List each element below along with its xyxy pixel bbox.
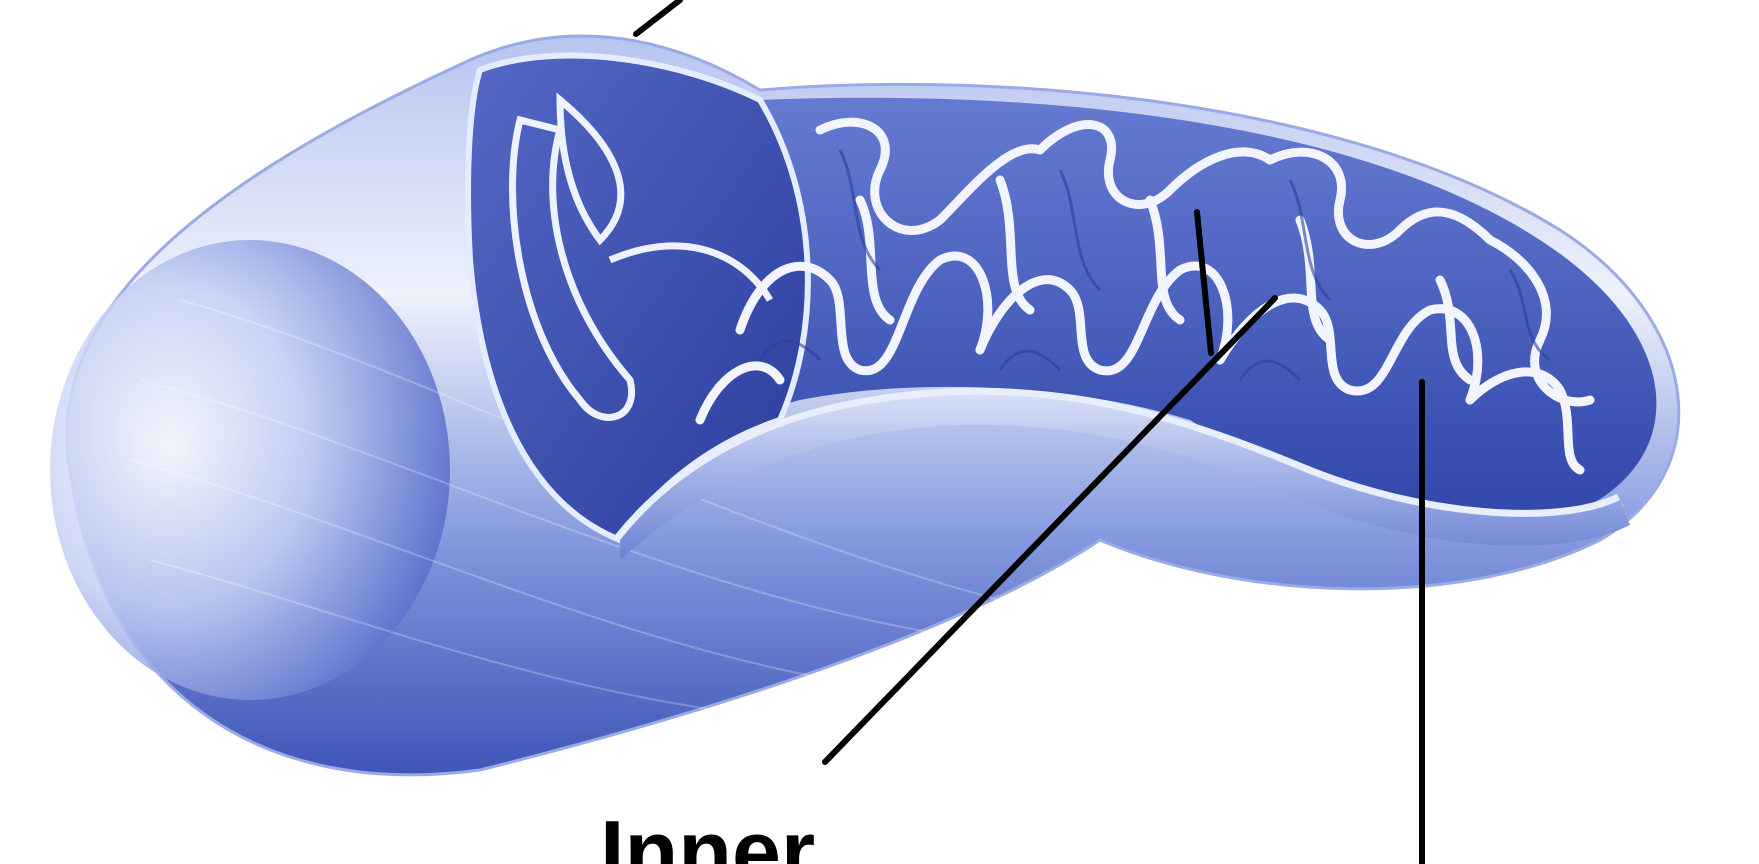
inner-membrane-label: Inner — [600, 808, 815, 864]
leader-line-outer-membrane — [636, 0, 680, 34]
